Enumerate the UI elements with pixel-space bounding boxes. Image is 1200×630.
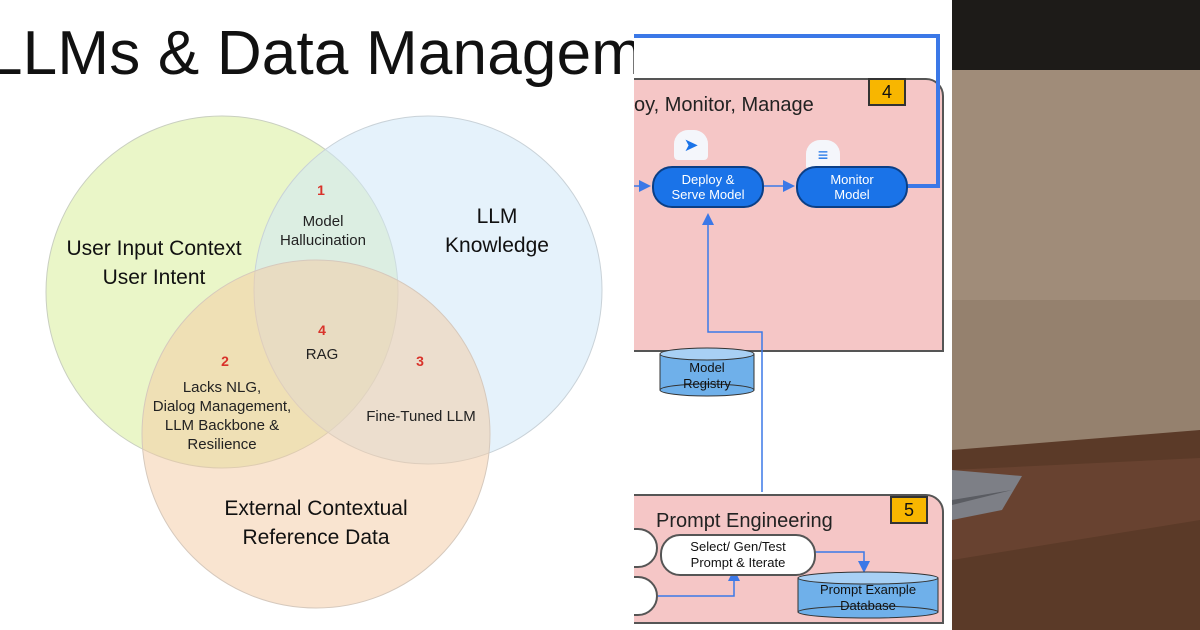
label-external-data: External Contextual Reference Data xyxy=(200,494,432,552)
section-deploy-monitor-manage xyxy=(634,78,944,352)
circle-external-data xyxy=(141,259,491,609)
section-4-badge: 4 xyxy=(868,78,906,106)
region-2-number: 2 xyxy=(221,353,229,369)
registry-line1: Model xyxy=(689,360,725,375)
region-4-text: RAG xyxy=(305,346,339,363)
label-llm-knowledge: LLM Knowledge xyxy=(420,202,574,260)
deploy-serve-model-node: Deploy & Serve Model xyxy=(652,166,764,208)
registry-line2: Registry xyxy=(683,376,731,391)
venn-circles xyxy=(45,115,603,609)
label-llm-line2: Knowledge xyxy=(445,234,549,257)
select-line2: Prompt & Iterate xyxy=(690,555,786,570)
photo-illustration xyxy=(952,0,1200,630)
feedback-loop-connector xyxy=(634,34,940,188)
label-user-input-line1: User Input Context xyxy=(66,237,242,260)
tune-icon: ≡ xyxy=(806,140,840,170)
deploy-line2: Serve Model xyxy=(671,187,745,202)
monitor-model-node: Monitor Model xyxy=(796,166,908,208)
region-1-text: Model Hallucination xyxy=(268,212,378,250)
section-4-title: oy, Monitor, Manage xyxy=(634,94,814,116)
section-5-title: Prompt Engineering xyxy=(656,510,833,532)
label-external-line1: External Contextual xyxy=(224,497,408,520)
select-to-db-arrow xyxy=(814,551,870,573)
model-registry-label: Model Registry xyxy=(660,360,754,392)
model-registry-cylinder xyxy=(659,347,755,397)
label-user-input-line2: User Intent xyxy=(102,266,206,289)
prompt-db-cylinder xyxy=(797,571,939,619)
prompt-db-label: Prompt Example Database xyxy=(798,582,938,614)
region-1-number: 1 xyxy=(317,182,325,198)
monitor-line1: Monitor xyxy=(830,172,874,187)
region-1-line2: Hallucination xyxy=(280,232,366,249)
mlops-diagram-panel: oy, Monitor, Manage 4 Prompt Engineering… xyxy=(634,0,952,630)
venn-diagram-panel: LLMs & Data Management User Input Contex… xyxy=(0,19,634,609)
laptop-desk-photo xyxy=(952,0,1200,630)
select-gen-test-node: Select/ Gen/Test Prompt & Iterate xyxy=(660,534,816,576)
region-2-line2: Dialog Management, xyxy=(152,398,292,415)
left-pill-connector-2 xyxy=(658,569,740,597)
region-3-number: 3 xyxy=(416,353,424,369)
region-2-text: Lacks NLG, Dialog Management, LLM Backbo… xyxy=(136,378,308,454)
region-3-text: Fine-Tuned LLM xyxy=(366,408,476,425)
region-1-line1: Model xyxy=(302,213,344,230)
region-2-line1: Lacks NLG, xyxy=(182,379,262,396)
deploy-line1: Deploy & xyxy=(681,172,735,187)
send-icon: ➤ xyxy=(674,130,708,160)
monitor-line2: Model xyxy=(834,187,870,202)
prompt-db-line2: Database xyxy=(840,598,896,613)
select-line1: Select/ Gen/Test xyxy=(690,539,786,554)
label-external-line2: Reference Data xyxy=(242,526,390,549)
region-2-line4: Resilience xyxy=(187,436,257,453)
prompt-db-line1: Prompt Example xyxy=(819,582,917,597)
label-llm-line1: LLM xyxy=(476,205,518,228)
mlops-connectors xyxy=(634,34,940,619)
region-2-line3: LLM Backbone & xyxy=(164,417,280,434)
region-4-number: 4 xyxy=(318,322,326,338)
prompt-to-deploy-arrow xyxy=(702,213,763,492)
venn-title: LLMs & Data Management xyxy=(0,19,634,88)
label-user-input: User Input Context User Intent xyxy=(52,234,256,292)
section-5-badge: 5 xyxy=(890,496,928,524)
